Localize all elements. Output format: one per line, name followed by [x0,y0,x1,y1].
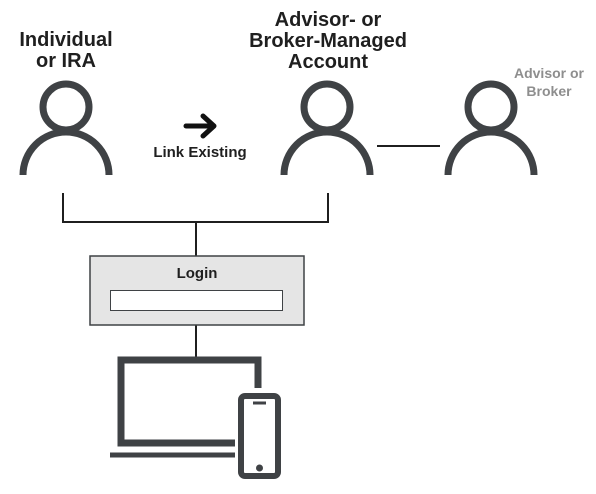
managed-account-label: Advisor- or Broker-Managed Account [228,10,428,73]
advisor-label-line2: Broker [526,82,572,99]
managed-label-line3: Account [288,51,368,73]
person-icon-individual [19,80,113,176]
managed-label-line1: Advisor- or [274,9,382,31]
managed-label-line2: Broker-Managed [249,30,407,52]
account-bracket [62,193,329,223]
login-input[interactable] [110,290,283,311]
smartphone-icon [238,393,281,479]
link-existing-label: Link Existing [153,144,247,161]
person-icon-advisor [444,80,538,176]
advisor-or-broker-label: Advisor or Broker [494,65,596,100]
individual-label-line1: Individual [19,29,113,51]
person-icon-managed-account [280,80,374,176]
arrow-right-icon [183,113,217,139]
login-label: Login [176,265,218,282]
individual-or-ira-label: Individual or IRA [0,30,132,72]
laptop-icon [110,356,262,458]
individual-label-line2: or IRA [36,50,96,72]
advisor-label-line1: Advisor or [513,65,584,81]
